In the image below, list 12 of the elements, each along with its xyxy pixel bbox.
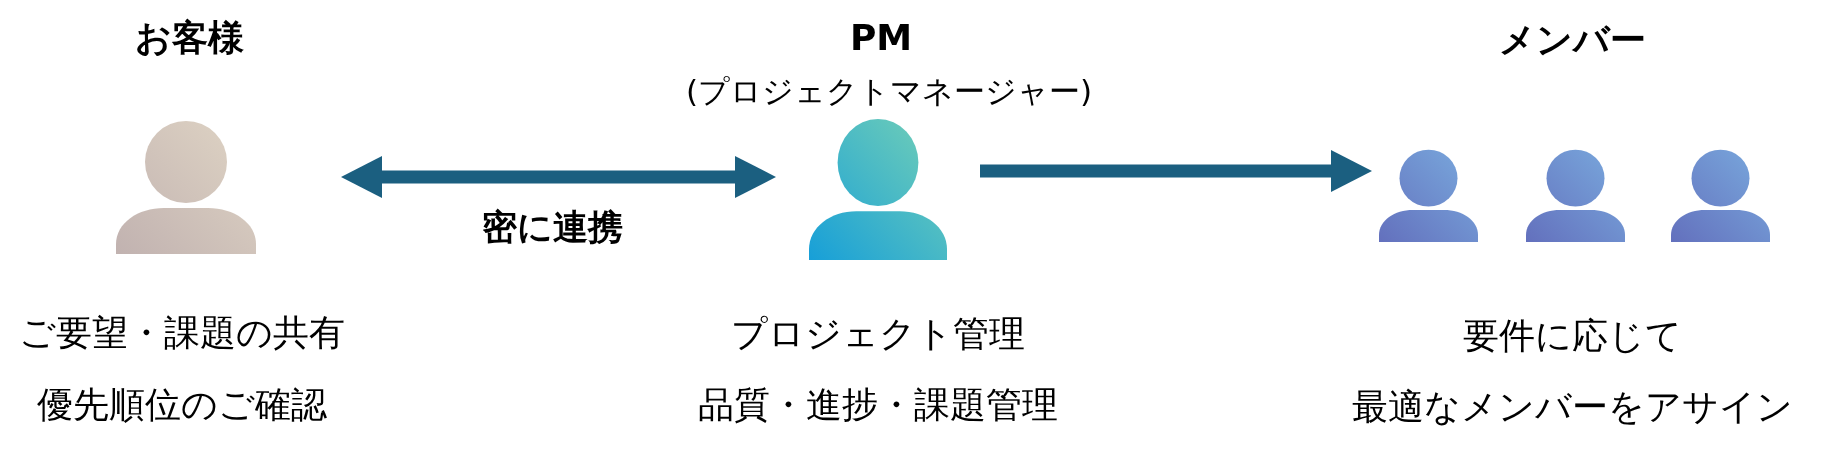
description-text: プロジェクト管理: [731, 313, 1025, 355]
double-arrow: [341, 156, 776, 198]
arrow: [980, 150, 1372, 192]
description-text: 品質・進捗・課題管理: [698, 384, 1058, 426]
heading: PM: [849, 17, 913, 59]
subtitle: (プロジェクトマネージャー): [685, 74, 1093, 110]
description-text: ご要望・課題の共有: [19, 312, 345, 354]
description-text: 優先順位のご確認: [37, 384, 327, 426]
description-text: 最適なメンバーをアサイン: [1351, 386, 1793, 428]
heading: お客様: [134, 17, 244, 59]
description-text: 要件に応じて: [1462, 315, 1682, 357]
heading: メンバー: [1498, 19, 1646, 61]
